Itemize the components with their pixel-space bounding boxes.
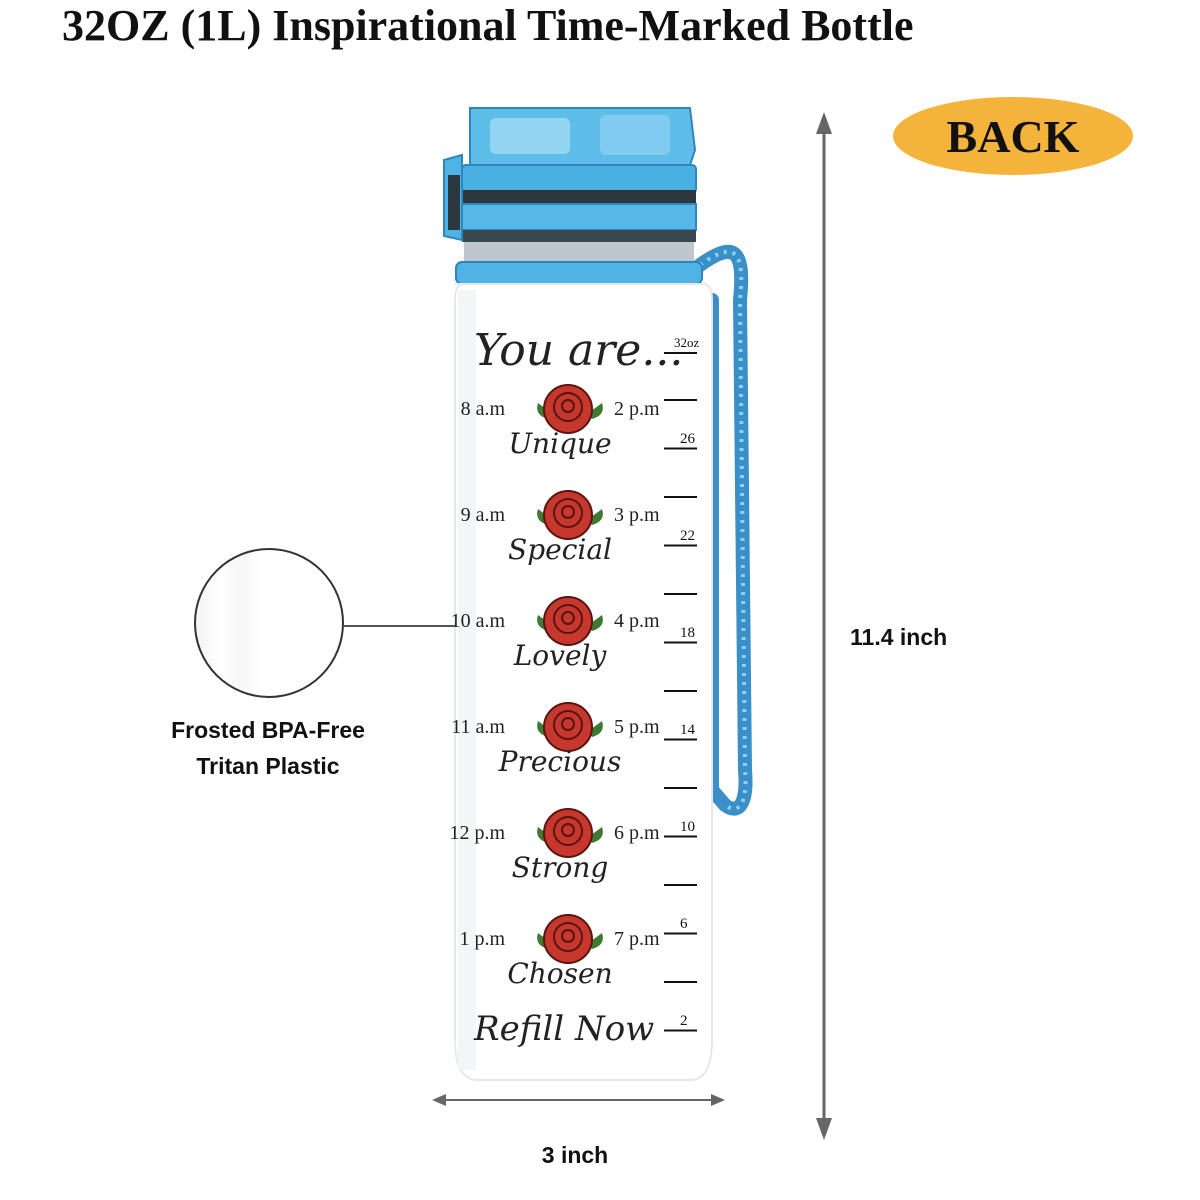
- right-time: 3 p.m: [614, 504, 660, 526]
- right-time: 5 p.m: [614, 716, 660, 738]
- left-time: 9 a.m: [461, 504, 506, 526]
- left-time: 8 a.m: [461, 398, 506, 420]
- material-zoom-circle: [194, 548, 344, 698]
- rose-icon: [537, 384, 603, 434]
- width-label: 3 inch: [541, 1142, 609, 1168]
- scale-number: 10: [680, 819, 695, 835]
- affirmation-word: Strong: [512, 851, 609, 884]
- page-title: 32OZ (1L) Inspirational Time-Marked Bott…: [62, 1, 914, 50]
- affirmation-word: Unique: [508, 427, 611, 460]
- bottle-body: [454, 283, 713, 1081]
- rose-icon: [537, 490, 603, 540]
- capacity-label: 32oz: [674, 335, 700, 350]
- height-label: 11.4 inch: [850, 624, 948, 650]
- right-time: 4 p.m: [614, 610, 660, 632]
- affirmation-word: Lovely: [513, 639, 608, 672]
- rose-icon: [537, 808, 603, 858]
- bottle-header: You are...: [474, 325, 683, 376]
- right-time: 6 p.m: [614, 822, 660, 844]
- material-line-1: Frosted BPA-Free: [171, 717, 365, 743]
- right-time: 7 p.m: [614, 928, 660, 950]
- material-label: Frosted BPA-Free Tritan Plastic: [138, 712, 398, 784]
- affirmation-word: Chosen: [507, 957, 612, 990]
- rose-icon: [537, 914, 603, 964]
- affirmation-word: Precious: [498, 745, 622, 778]
- scale-number: 2: [680, 1013, 688, 1029]
- scale-number: 22: [680, 528, 695, 544]
- left-time: 1 p.m: [459, 928, 505, 950]
- material-line-2: Tritan Plastic: [196, 753, 340, 779]
- rose-icon: [537, 596, 603, 646]
- left-time: 11 a.m: [451, 716, 505, 738]
- back-badge-label: BACK: [946, 110, 1080, 162]
- rose-icon: [537, 702, 603, 752]
- scale-number: 26: [680, 431, 696, 447]
- scale-number: 18: [680, 625, 695, 641]
- back-badge: BACK: [893, 97, 1133, 175]
- bottle-footer: Refill Now: [473, 1009, 654, 1049]
- scale-number: 14: [680, 722, 696, 738]
- left-time: 10 a.m: [451, 610, 506, 632]
- affirmation-word: Special: [508, 533, 612, 566]
- left-time: 12 p.m: [449, 822, 505, 844]
- scale-number: 6: [680, 916, 688, 932]
- right-time: 2 p.m: [614, 398, 660, 420]
- bottle-cap: [443, 107, 703, 285]
- width-arrow: [432, 1094, 725, 1106]
- height-arrow: [816, 112, 832, 1140]
